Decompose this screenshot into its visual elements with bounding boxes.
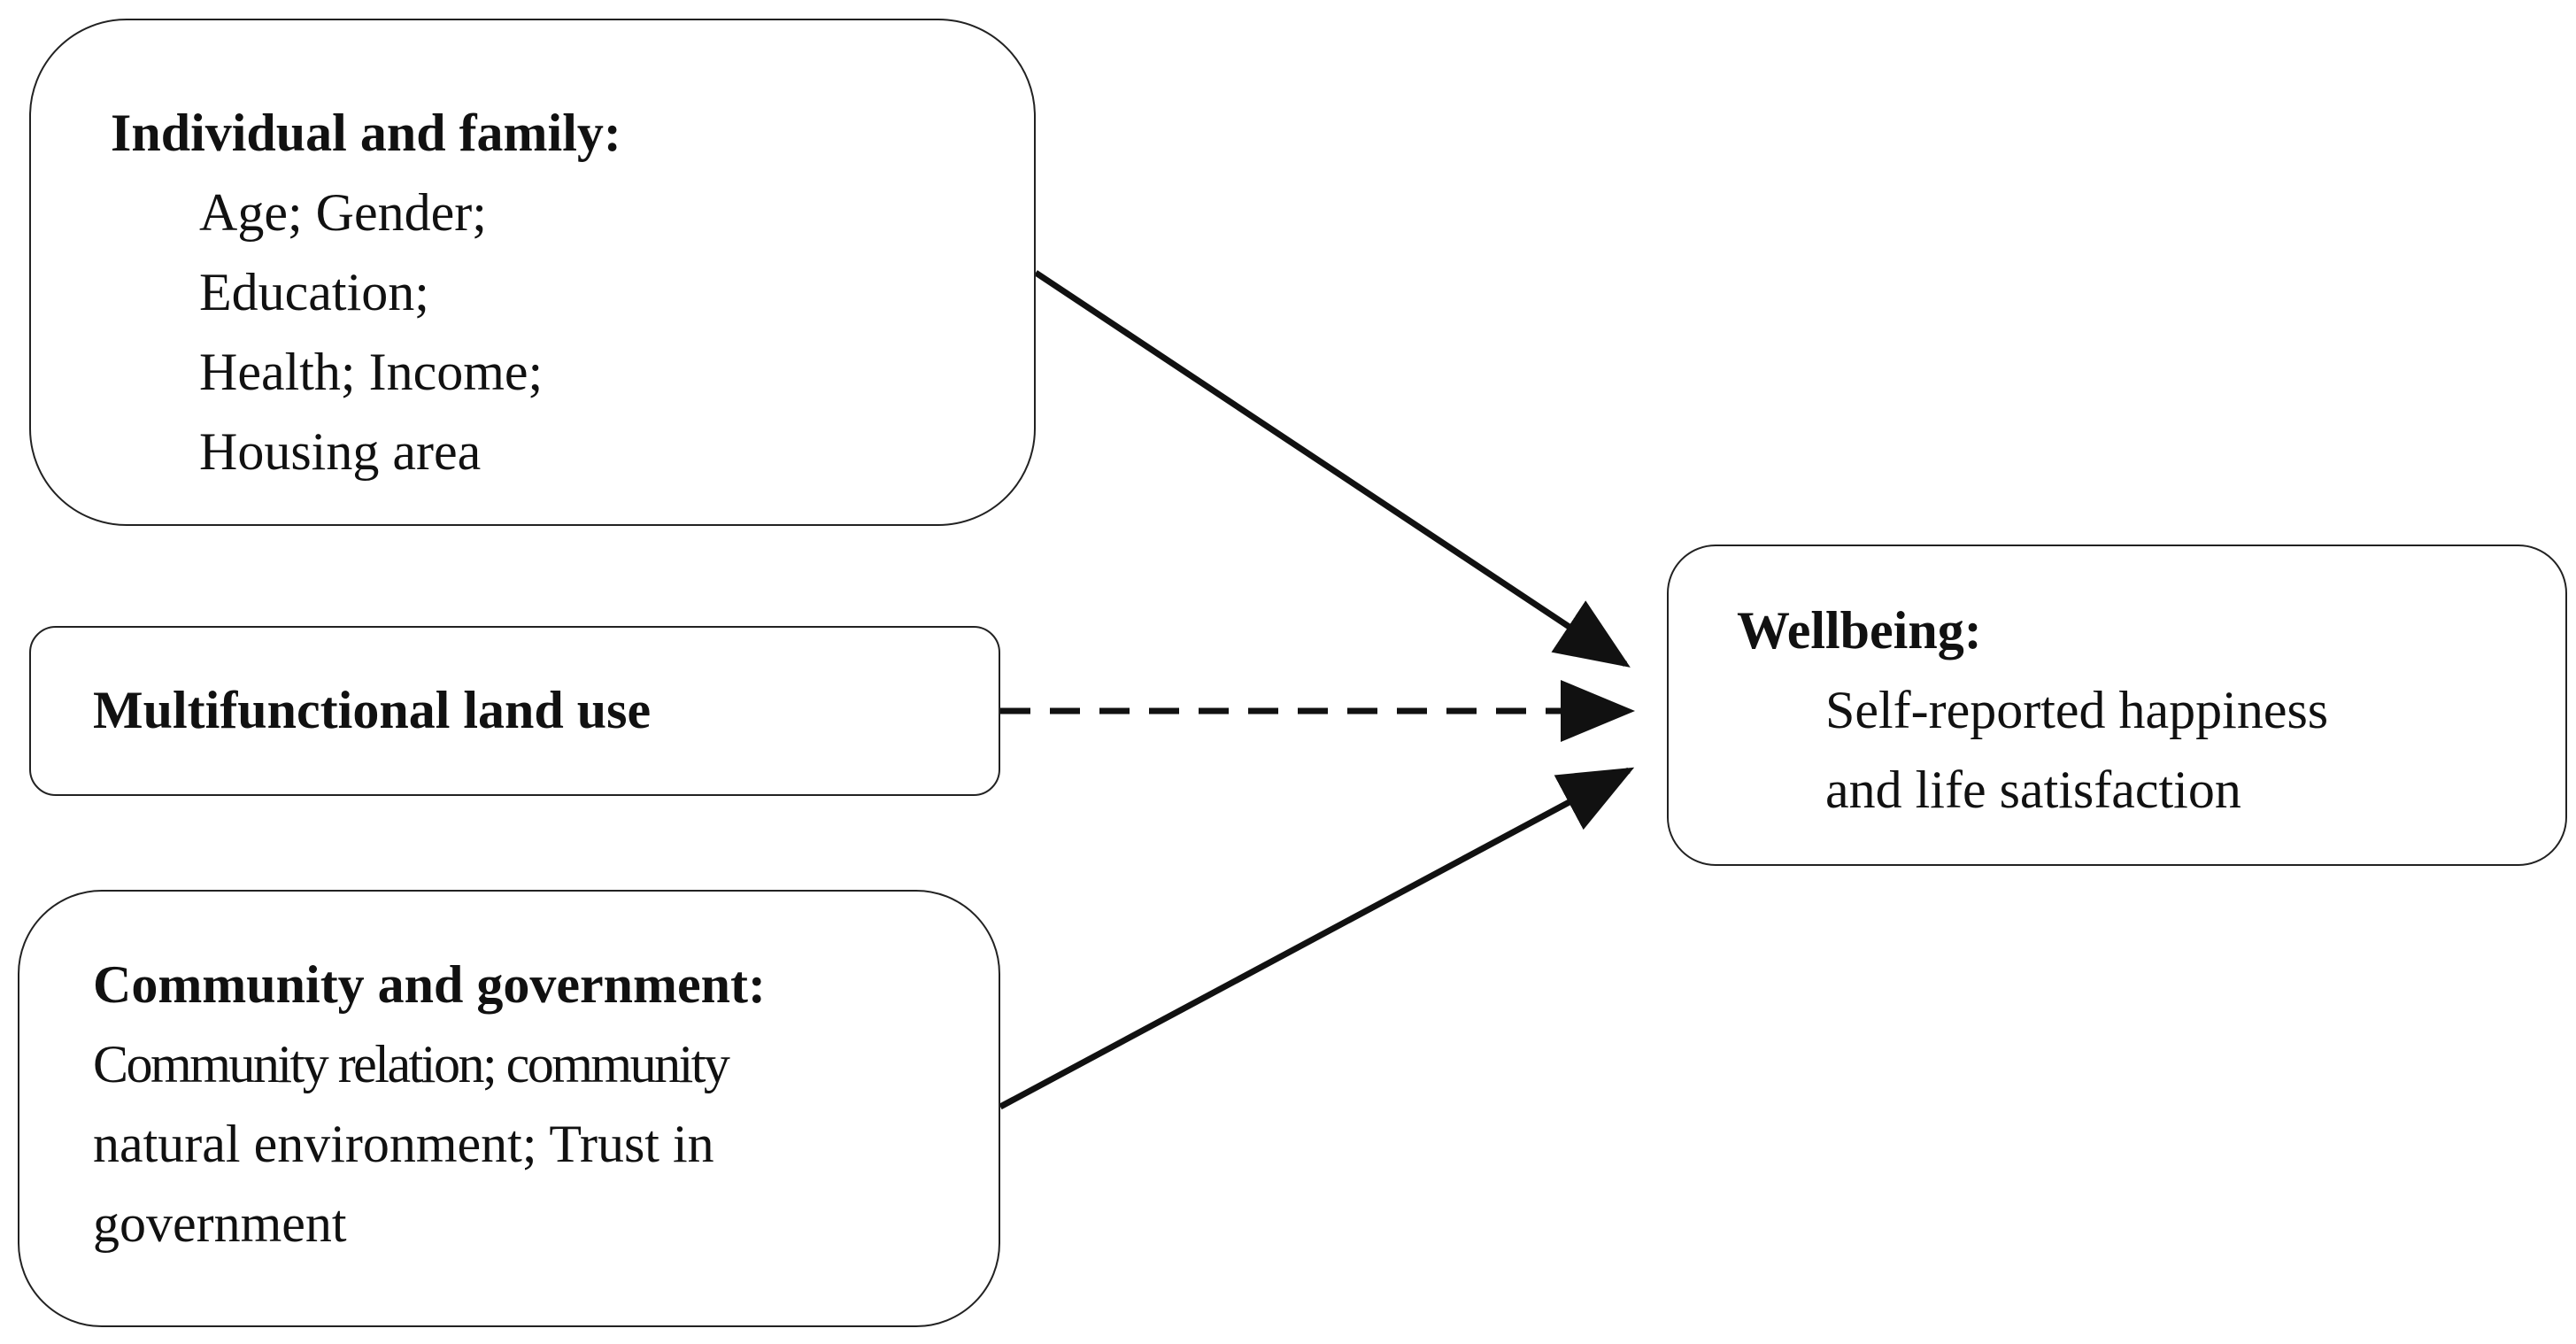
- individual-family-item: Education;: [199, 263, 429, 321]
- individual-family-item: Housing area: [199, 422, 482, 481]
- community-government-item: Community relation; community: [93, 1035, 730, 1093]
- individual-family-item: Health; Income;: [199, 343, 544, 401]
- individual-family-box: Individual and family: Age; Gender; Educ…: [29, 19, 1036, 526]
- land-use-heading: Multifunctional land use: [93, 681, 652, 739]
- arrow-individual-to-wellbeing: [1034, 270, 1631, 668]
- land-use-box: Multifunctional land use: [29, 626, 1000, 796]
- individual-family-item: Age; Gender;: [199, 183, 487, 242]
- community-government-item: natural environment; Trust in: [93, 1115, 714, 1173]
- community-government-box: Community and government: Community rela…: [18, 890, 1000, 1327]
- wellbeing-heading: Wellbeing:: [1737, 601, 1982, 660]
- arrow-community-to-wellbeing: [999, 767, 1635, 1110]
- community-government-item: government: [93, 1194, 347, 1253]
- individual-family-heading: Individual and family:: [111, 104, 621, 162]
- community-government-heading: Community and government:: [93, 955, 766, 1014]
- wellbeing-item: Self-reported happiness: [1825, 681, 2329, 739]
- wellbeing-box: Wellbeing: Self-reported happiness and l…: [1667, 545, 2567, 866]
- wellbeing-item: and life satisfaction: [1825, 761, 2241, 819]
